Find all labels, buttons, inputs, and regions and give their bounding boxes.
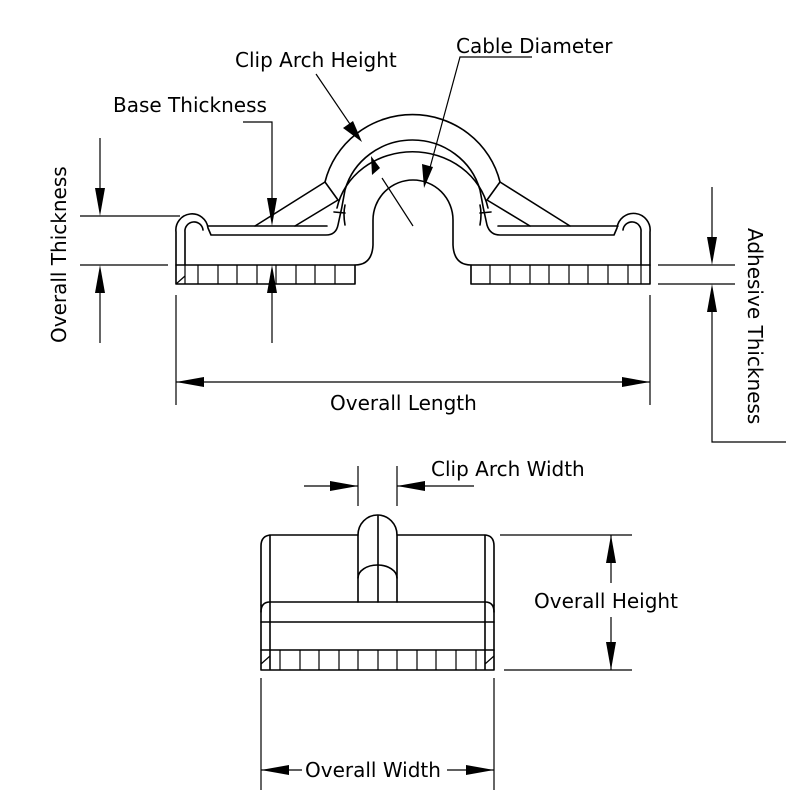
adhesive-pad-left	[175, 264, 356, 285]
cable-diameter-label: Cable Diameter	[456, 34, 613, 58]
front-view	[260, 466, 632, 790]
adhesive-thickness-label: Adhesive Thickness	[743, 228, 767, 424]
left-hook-inner	[184, 221, 204, 266]
base-thickness-label: Base Thickness	[113, 93, 267, 117]
right-hook-inner	[622, 221, 642, 266]
overall-length-label: Overall Length	[330, 391, 477, 415]
clip-arch-front	[357, 514, 398, 603]
overall-width-dimension: Overall Width	[261, 758, 494, 782]
clip-arch-width-dimension: Clip Arch Width	[304, 457, 585, 491]
overall-thickness-label: Overall Thickness	[47, 166, 71, 343]
overall-height-label: Overall Height	[534, 589, 678, 613]
adhesive-thickness-dimension: Adhesive Thickness	[707, 187, 786, 443]
clip-body-outline	[175, 139, 651, 266]
base-thickness-dimension: Base Thickness	[113, 93, 277, 343]
cable-channel	[354, 179, 472, 266]
clip-arch-width-label: Clip Arch Width	[431, 457, 585, 481]
overall-length-dimension: Overall Length	[176, 377, 650, 415]
arch-middle	[336, 151, 489, 209]
arch-outer	[324, 113, 501, 183]
overall-width-label: Overall Width	[305, 758, 441, 782]
clip-arch-height-label: Clip Arch Height	[235, 48, 397, 72]
overall-height-dimension: Overall Height	[534, 535, 678, 670]
cable-diameter-dimension: Cable Diameter	[422, 34, 613, 188]
side-view	[80, 113, 735, 405]
overall-thickness-dimension: Overall Thickness	[47, 138, 105, 343]
clip-arch-height-dimension: Clip Arch Height	[235, 48, 414, 227]
adhesive-pad-right	[470, 264, 651, 285]
